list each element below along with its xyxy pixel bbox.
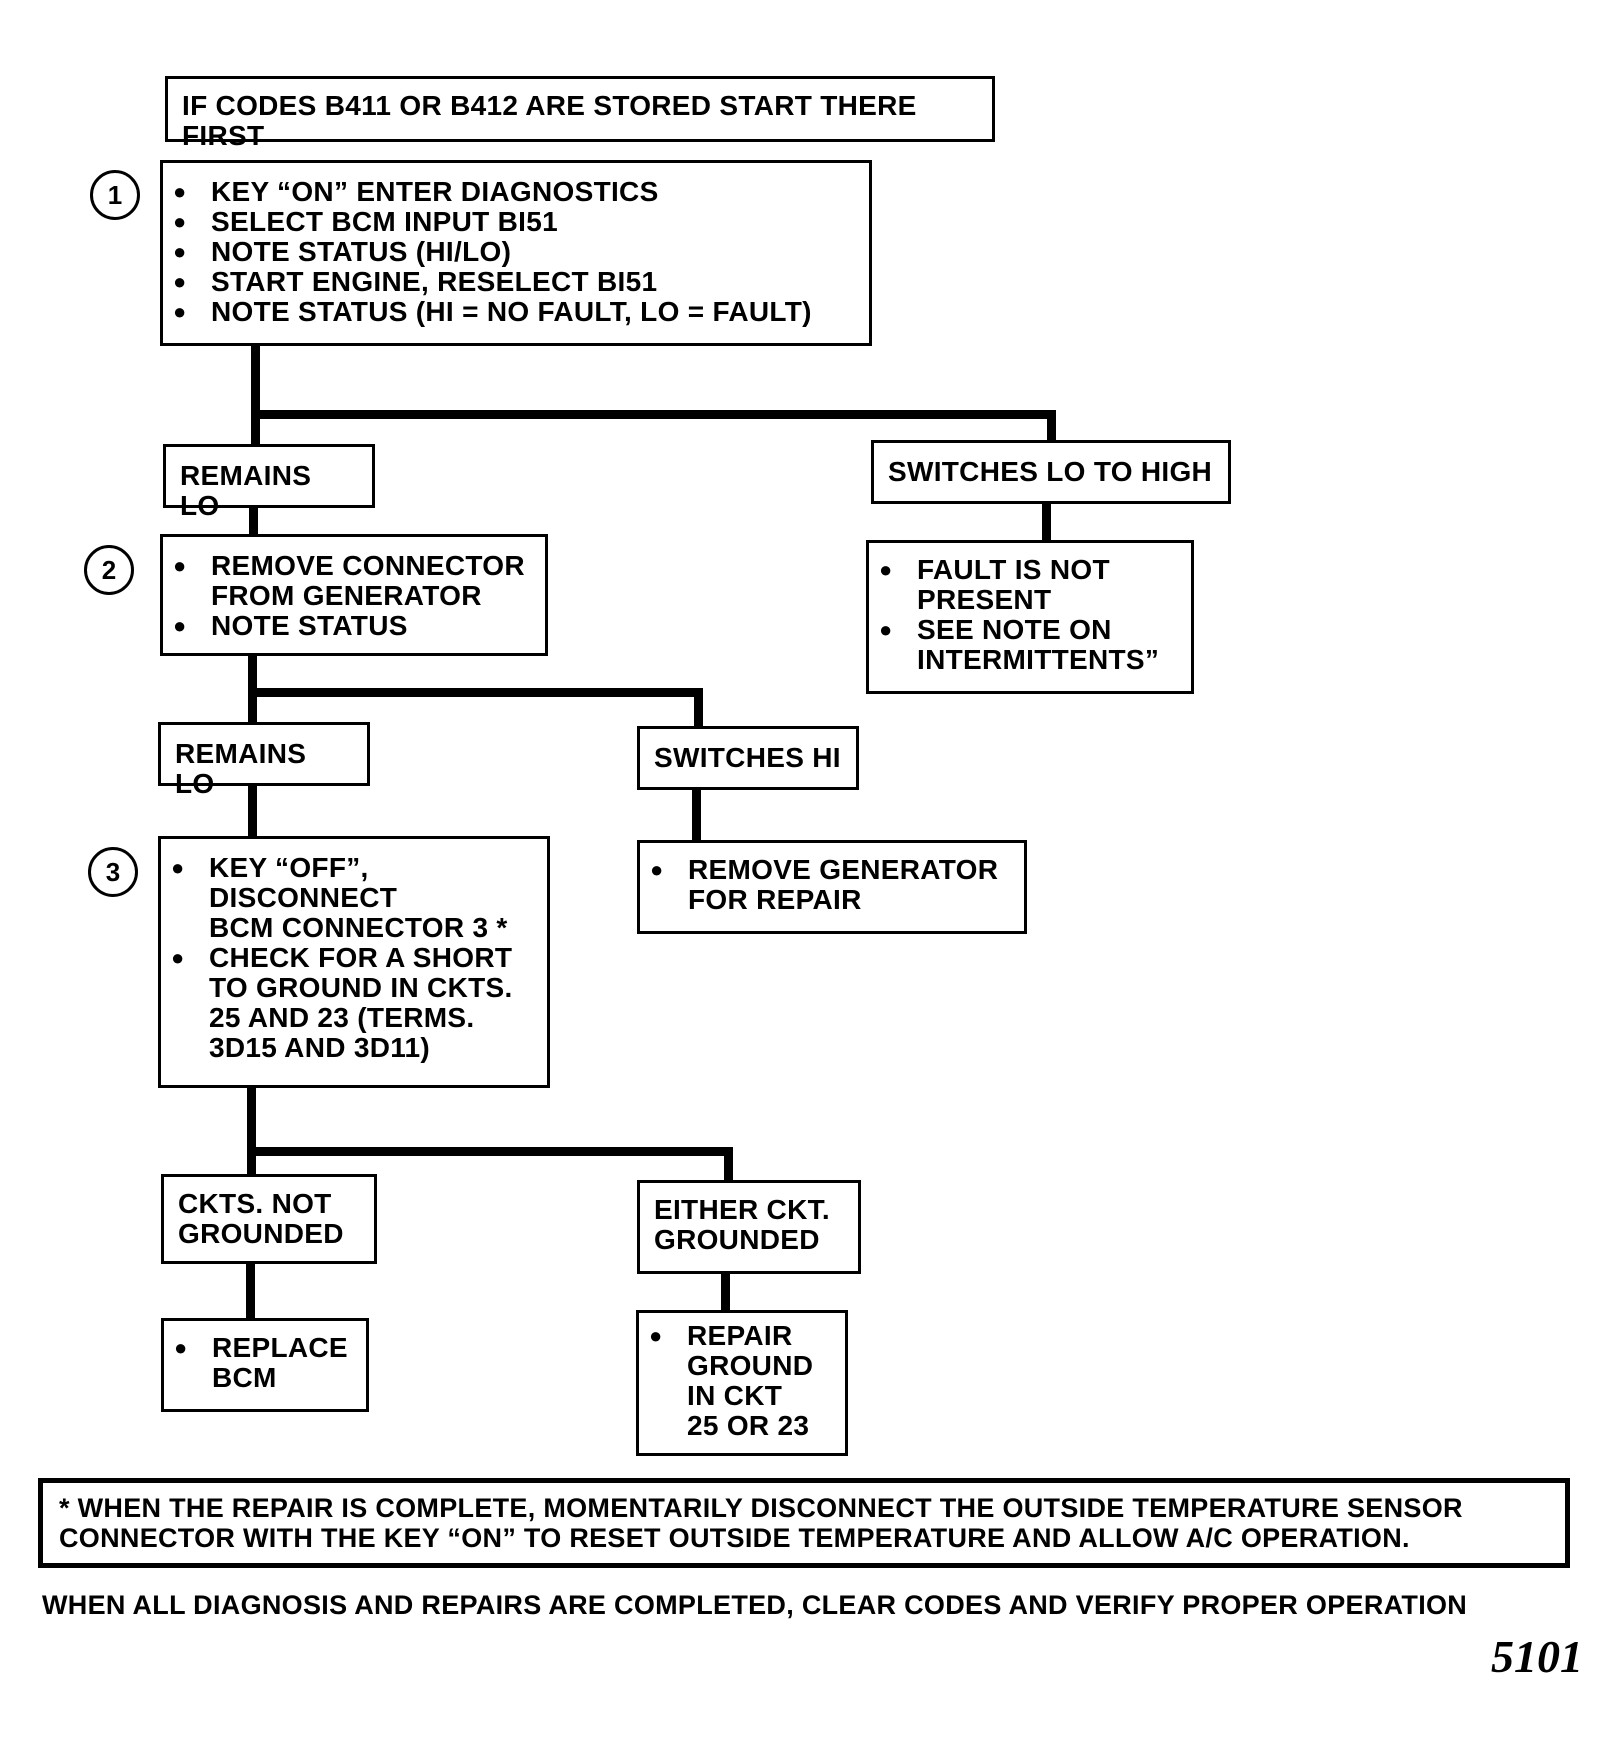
connector-line <box>246 1264 255 1322</box>
result-item: SEE NOTE ON INTERMITTENTS” <box>869 615 1191 675</box>
step-1-item: KEY “ON” ENTER DIAGNOSTICS <box>163 177 869 208</box>
page-number: 5101 <box>1491 1631 1583 1682</box>
step-2-marker: 2 <box>84 545 134 595</box>
step-2-item: REMOVE CONNECTOR FROM GENERATOR <box>163 551 545 611</box>
footnote-box: * WHEN THE REPAIR IS COMPLETE, MOMENTARI… <box>38 1478 1570 1568</box>
connector-line <box>251 410 1056 419</box>
step-1-item: SELECT BCM INPUT BI51 <box>163 207 869 238</box>
result-item: REPLACE BCM <box>164 1333 366 1393</box>
step-1-marker: 1 <box>90 170 140 220</box>
connector-line <box>251 346 260 446</box>
step-3-marker: 3 <box>88 847 138 897</box>
step-1-box: KEY “ON” ENTER DIAGNOSTICS SELECT BCM IN… <box>160 160 872 346</box>
connector-line <box>692 790 701 842</box>
step-1-item: NOTE STATUS (HI/LO) <box>163 237 869 268</box>
branch-remains-lo-1: REMAINS LO <box>163 444 375 521</box>
connector-line <box>249 508 258 538</box>
step-3-item: KEY “OFF”, DISCONNECT BCM CONNECTOR 3 * <box>161 853 547 943</box>
step-3-item: CHECK FOR A SHORT TO GROUND IN CKTS. 25 … <box>161 943 547 1063</box>
result-item: REPAIR GROUND IN CKT 25 OR 23 <box>639 1321 845 1441</box>
step-1-item: START ENGINE, RESELECT BI51 <box>163 267 869 298</box>
result-replace-bcm: REPLACE BCM <box>161 1318 369 1412</box>
connector-line <box>1047 410 1056 442</box>
step-3-box: KEY “OFF”, DISCONNECT BCM CONNECTOR 3 * … <box>158 836 550 1088</box>
step-2-box: REMOVE CONNECTOR FROM GENERATOR NOTE STA… <box>160 534 548 656</box>
branch-switches-lo-to-high: SWITCHES LO TO HIGH <box>871 440 1231 504</box>
connector-line <box>248 786 257 838</box>
start-note-box: IF CODES B411 OR B412 ARE STORED START T… <box>165 76 995 151</box>
branch-switches-hi: SWITCHES HI <box>637 726 859 790</box>
connector-line <box>724 1147 733 1183</box>
result-item: REMOVE GENERATOR FOR REPAIR <box>640 855 1024 915</box>
result-repair-ground: REPAIR GROUND IN CKT 25 OR 23 <box>636 1310 848 1456</box>
branch-either-ckt-grounded: EITHER CKT. GROUNDED <box>637 1180 861 1274</box>
connector-line <box>721 1274 730 1312</box>
result-item: FAULT IS NOT PRESENT <box>869 555 1191 615</box>
connector-line <box>694 688 703 728</box>
step-1-item: NOTE STATUS (HI = NO FAULT, LO = FAULT) <box>163 297 869 328</box>
connector-line <box>247 1147 733 1156</box>
step-2-item: NOTE STATUS <box>163 611 545 642</box>
branch-ckts-not-grounded: CKTS. NOT GROUNDED <box>161 1174 377 1264</box>
connector-line <box>1042 504 1051 542</box>
result-fault-not-present: FAULT IS NOT PRESENT SEE NOTE ON INTERMI… <box>866 540 1194 694</box>
connector-line <box>247 1088 256 1174</box>
result-remove-generator: REMOVE GENERATOR FOR REPAIR <box>637 840 1027 934</box>
final-instruction: WHEN ALL DIAGNOSIS AND REPAIRS ARE COMPL… <box>42 1590 1468 1620</box>
branch-remains-lo-2: REMAINS LO <box>158 722 370 799</box>
connector-line <box>248 688 703 697</box>
